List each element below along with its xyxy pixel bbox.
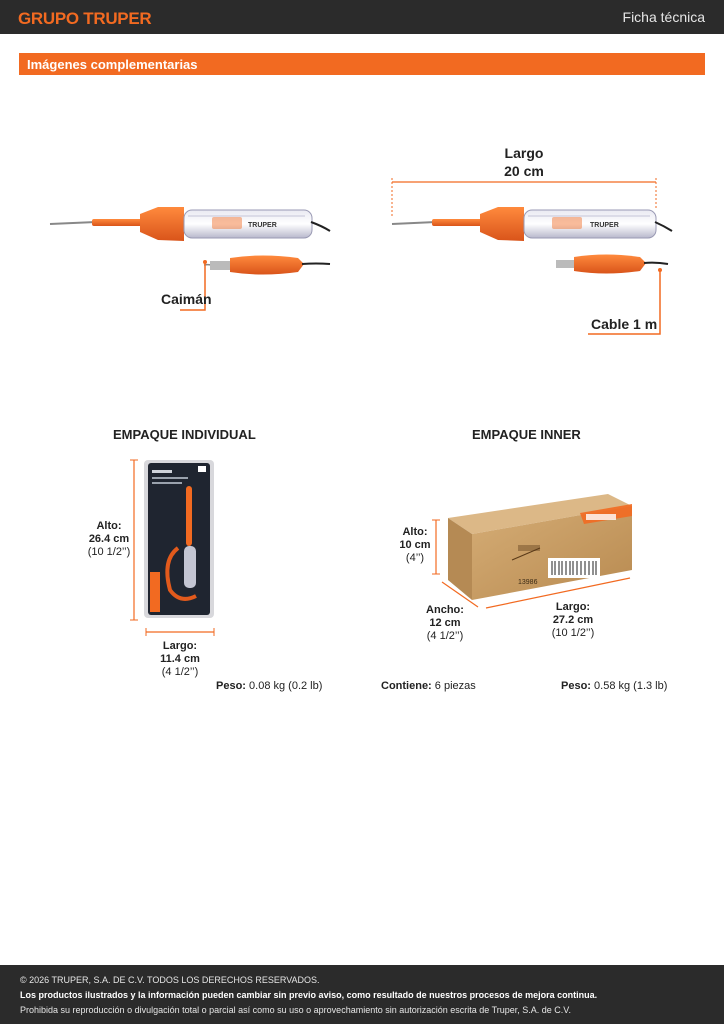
dimension-cm: 27.2 cm [552, 614, 594, 626]
document-type: Ficha técnica [622, 9, 705, 25]
dimension-cm: 12 cm [429, 617, 461, 629]
individual-weight: Peso: 0.08 kg (0.2 lb) [216, 680, 322, 692]
dimension-in: (4 1/2’’) [426, 630, 464, 642]
brand-logo: GRUPO TRUPER [18, 9, 152, 28]
dimension-label: Largo: [555, 601, 591, 613]
individual-package-image [130, 459, 215, 636]
footer-notice: Los productos ilustrados y la informació… [20, 990, 598, 1000]
individual-height-dimension: Alto: 26.4 cm (10 1/2’’) [82, 520, 136, 559]
inner-contents: Contiene: 6 piezas [381, 680, 476, 692]
cable-label: Cable 1 m [591, 316, 658, 332]
section-title: Imágenes complementarias [27, 57, 198, 72]
dimension-label: Ancho: [426, 604, 464, 616]
inner-width-dimension: Ancho: 12 cm (4 1/2’’) [422, 604, 468, 643]
spec-label: Peso: [561, 680, 591, 692]
product-illustrations: TRUPER TRUPER [49, 178, 673, 636]
dimension-cm: 10 cm [399, 539, 431, 551]
dimension-in: (10 1/2’’) [551, 627, 595, 639]
individual-package-title: EMPAQUE INDIVIDUAL [113, 427, 256, 442]
tester-logo-text: TRUPER [248, 222, 277, 229]
inner-package-image: 13986 [432, 494, 632, 609]
individual-length-dimension: Largo: 11.4 cm (4 1/2’’) [152, 640, 208, 679]
circuit-tester-image-left: TRUPER [49, 207, 331, 311]
top-bar: GRUPO TRUPER Ficha técnica [0, 0, 724, 34]
inner-package-title: EMPAQUE INNER [472, 427, 581, 442]
dimension-cm: 26.4 cm [88, 533, 130, 545]
dimension-label: Largo: [162, 640, 198, 652]
caiman-label: Caimán [161, 291, 212, 307]
tester-logo-text: TRUPER [590, 222, 619, 229]
dimension-cm: 11.4 cm [160, 653, 200, 665]
spec-label: Peso: [216, 680, 246, 692]
inner-weight: Peso: 0.58 kg (1.3 lb) [561, 680, 667, 692]
dimension-in: (10 1/2’’) [87, 546, 131, 558]
length-label: Largo 20 cm [490, 144, 558, 180]
circuit-tester-image-right: TRUPER [391, 178, 673, 335]
spec-value: 0.08 kg (0.2 lb) [249, 680, 323, 692]
dimension-in: (4’’) [405, 552, 425, 564]
inner-length-dimension: Largo: 27.2 cm (10 1/2’’) [546, 601, 600, 640]
spec-value: 6 piezas [434, 680, 476, 692]
inner-height-dimension: Alto: 10 cm (4’’) [396, 526, 434, 565]
footer: © 2026 TRUPER, S.A. DE C.V. TODOS LOS DE… [0, 965, 724, 1024]
spec-label: Contiene: [381, 680, 432, 692]
dimension-label: Alto: [402, 526, 428, 538]
dimension-in: (4 1/2’’) [161, 666, 199, 678]
footer-prohibition: Prohibida su reproducción o divulgación … [20, 1005, 571, 1015]
spec-value: 0.58 kg (1.3 lb) [594, 680, 668, 692]
dimension-label: Alto: [96, 520, 122, 532]
length-label-title: Largo [504, 145, 544, 161]
section-header: Imágenes complementarias [19, 53, 705, 75]
length-label-value: 20 cm [504, 163, 544, 179]
footer-copyright: © 2026 TRUPER, S.A. DE C.V. TODOS LOS DE… [20, 975, 320, 985]
box-code: 13986 [518, 579, 538, 586]
